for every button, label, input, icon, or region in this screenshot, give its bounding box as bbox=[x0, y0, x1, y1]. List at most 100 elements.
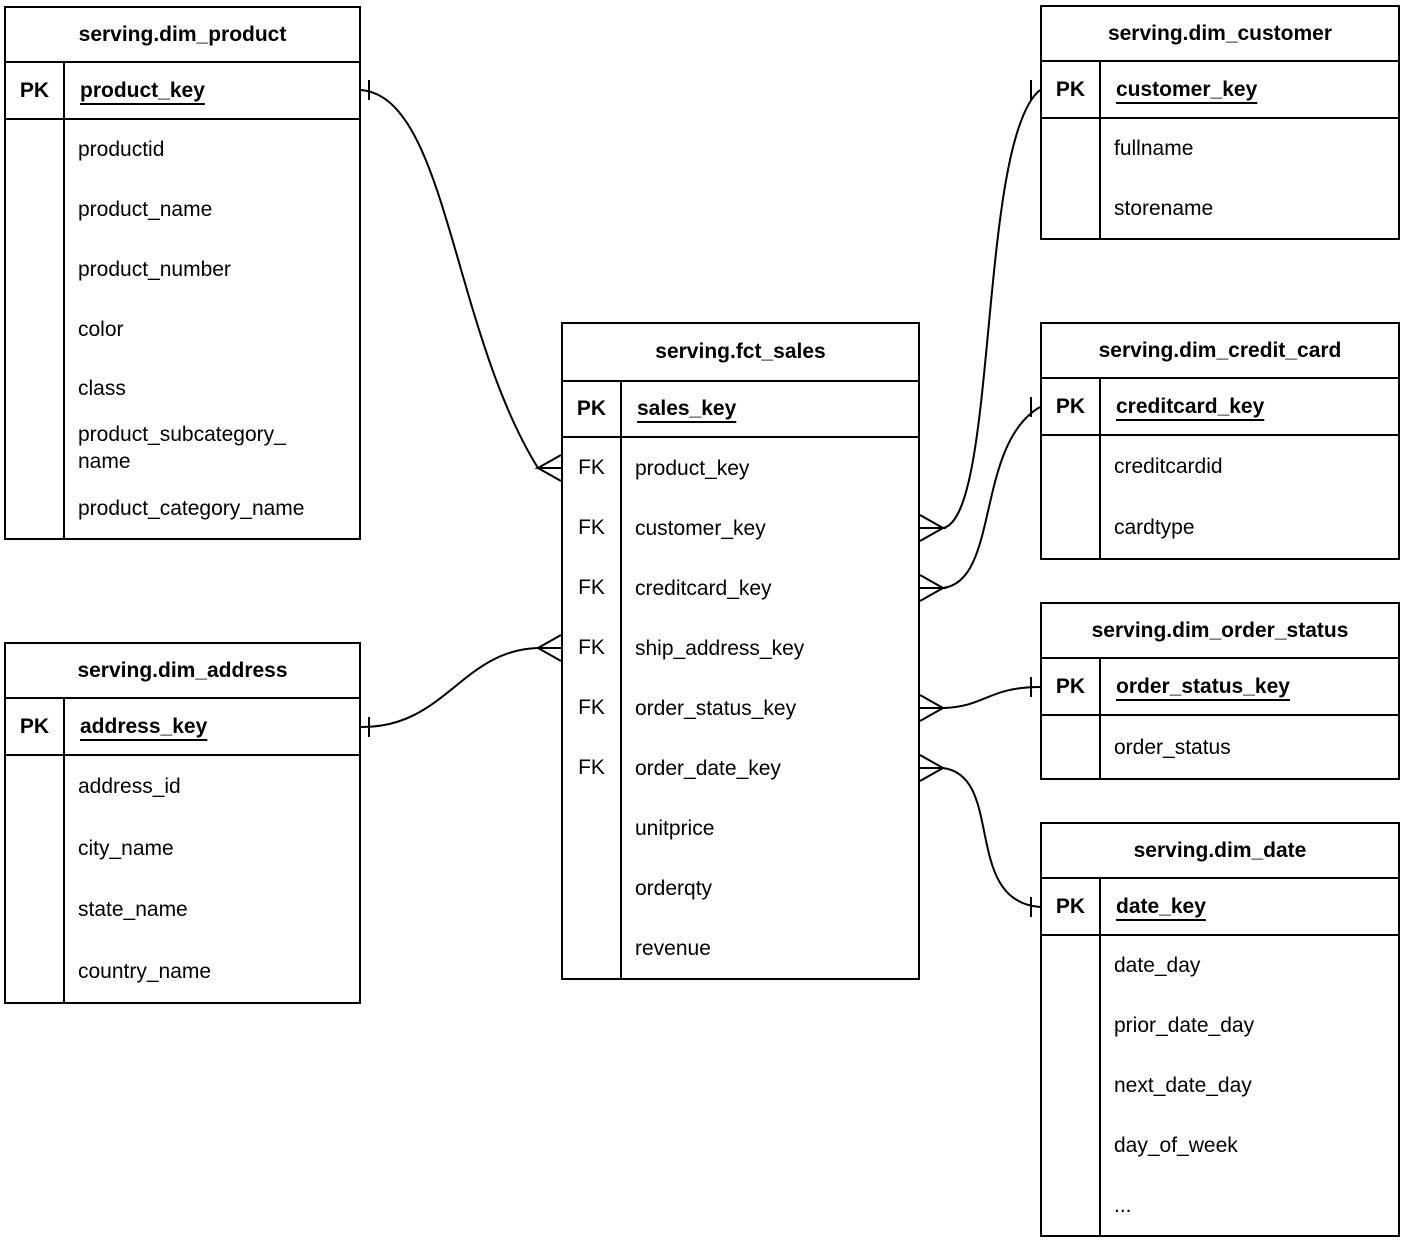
field-name: creditcard_key bbox=[635, 576, 772, 600]
field-row: FK order_status_key bbox=[563, 678, 918, 738]
table-title: serving.dim_product bbox=[6, 8, 359, 63]
crow-foot-many-icon bbox=[919, 754, 947, 782]
entity-dim-product[interactable]: serving.dim_product PK product_key produ… bbox=[4, 6, 361, 540]
field-name: city_name bbox=[78, 836, 174, 860]
field-row: FK creditcard_key bbox=[563, 558, 918, 618]
field-row: cardtype bbox=[1042, 497, 1398, 558]
pk-field: date_key bbox=[1101, 879, 1398, 934]
key-badge bbox=[6, 756, 63, 818]
relationship-fct-sales-dim-address bbox=[360, 634, 562, 737]
pk-row: PK sales_key bbox=[563, 382, 918, 438]
entity-dim-customer[interactable]: serving.dim_customer PK customer_key ful… bbox=[1040, 5, 1400, 240]
key-badge bbox=[1042, 996, 1099, 1056]
key-badge bbox=[6, 180, 63, 240]
key-badge bbox=[6, 478, 63, 538]
pk-field-name: customer_key bbox=[1116, 77, 1258, 101]
pk-field-name: date_key bbox=[1116, 894, 1206, 918]
pk-badge: PK bbox=[1042, 879, 1101, 934]
field-name: product_category_name bbox=[78, 496, 305, 520]
field-row: day_of_week bbox=[1042, 1115, 1398, 1175]
pk-field: address_key bbox=[65, 699, 359, 754]
key-badge bbox=[1042, 1175, 1099, 1235]
field-name: class bbox=[78, 377, 126, 401]
field-name: address_id bbox=[78, 775, 181, 799]
relationship-fct-sales-dim-credit-card bbox=[919, 397, 1041, 602]
table-title: serving.fct_sales bbox=[563, 324, 918, 382]
field-row: state_name bbox=[6, 879, 359, 941]
field-name: state_name bbox=[78, 898, 188, 922]
field-row: product_category_name bbox=[6, 478, 359, 538]
crow-foot-many-icon bbox=[919, 514, 947, 542]
pk-field: creditcard_key bbox=[1101, 379, 1398, 434]
crow-foot-many-icon bbox=[534, 454, 562, 482]
relationship-line bbox=[360, 647, 539, 729]
key-badge bbox=[6, 419, 63, 479]
field-name: product_number bbox=[78, 257, 231, 281]
fk-badge: FK bbox=[578, 636, 605, 659]
field-name: date_day bbox=[1114, 954, 1201, 978]
field-row: orderqty bbox=[563, 858, 918, 918]
field-name: product_subcategory_ name bbox=[78, 423, 286, 474]
pk-field-name: sales_key bbox=[637, 397, 737, 420]
field-name: order_date_key bbox=[635, 756, 781, 780]
field-name: order_status_key bbox=[635, 696, 797, 720]
field-name: cardtype bbox=[1114, 516, 1195, 539]
field-row: creditcardid bbox=[1042, 436, 1398, 497]
field-name: creditcardid bbox=[1114, 455, 1223, 478]
entity-dim-order-status[interactable]: serving.dim_order_status PK order_status… bbox=[1040, 602, 1400, 780]
field-row: ... bbox=[1042, 1175, 1398, 1235]
field-row: storename bbox=[1042, 179, 1398, 239]
key-badge bbox=[1042, 716, 1099, 778]
key-badge bbox=[6, 299, 63, 359]
field-name: color bbox=[78, 317, 124, 341]
field-row: prior_date_day bbox=[1042, 996, 1398, 1056]
fk-badge: FK bbox=[578, 576, 605, 599]
field-name: unitprice bbox=[635, 816, 715, 840]
key-badge bbox=[1042, 179, 1099, 239]
key-badge bbox=[6, 818, 63, 880]
pk-field: order_status_key bbox=[1101, 659, 1398, 714]
field-name: orderqty bbox=[635, 876, 713, 900]
key-badge bbox=[1042, 497, 1099, 558]
field-name: country_name bbox=[78, 959, 212, 983]
fk-badge: FK bbox=[578, 696, 605, 719]
field-name: fullname bbox=[1114, 137, 1194, 161]
entity-dim-credit-card[interactable]: serving.dim_credit_card PK creditcard_ke… bbox=[1040, 322, 1400, 560]
fields-section: fullname storename bbox=[1042, 119, 1398, 238]
field-row: productid bbox=[6, 120, 359, 180]
relationship-fct-sales-dim-date bbox=[919, 754, 1041, 917]
entity-dim-date[interactable]: serving.dim_date PK date_key date_day pr… bbox=[1040, 822, 1400, 1237]
pk-field: product_key bbox=[65, 63, 359, 118]
field-name: prior_date_day bbox=[1114, 1014, 1255, 1038]
fields-section: date_day prior_date_day next_date_day da… bbox=[1042, 936, 1398, 1235]
relationship-fct-sales-dim-customer bbox=[919, 80, 1041, 542]
crow-foot-many-icon bbox=[534, 634, 562, 662]
fk-badge: FK bbox=[578, 756, 605, 779]
pk-badge: PK bbox=[563, 382, 622, 436]
field-row: next_date_day bbox=[1042, 1056, 1398, 1116]
fk-badge: FK bbox=[578, 516, 605, 539]
field-row: date_day bbox=[1042, 936, 1398, 996]
entity-dim-address[interactable]: serving.dim_address PK address_key addre… bbox=[4, 642, 361, 1004]
field-name: order_status bbox=[1114, 735, 1231, 759]
pk-field-name: creditcard_key bbox=[1116, 394, 1265, 418]
field-row: revenue bbox=[563, 918, 918, 978]
pk-badge: PK bbox=[1042, 659, 1101, 714]
field-row: fullname bbox=[1042, 119, 1398, 179]
field-row: product_name bbox=[6, 180, 359, 240]
relationship-line bbox=[360, 89, 539, 469]
fields-section: address_id city_name state_name country_… bbox=[6, 756, 359, 1002]
field-row: order_status bbox=[1042, 716, 1398, 778]
key-badge bbox=[563, 858, 620, 918]
pk-field: sales_key bbox=[622, 382, 918, 436]
relationship-line bbox=[942, 767, 1041, 908]
key-badge bbox=[1042, 119, 1099, 179]
field-row: color bbox=[6, 299, 359, 359]
crow-foot-many-icon bbox=[919, 694, 947, 722]
table-title: serving.dim_date bbox=[1042, 824, 1398, 879]
